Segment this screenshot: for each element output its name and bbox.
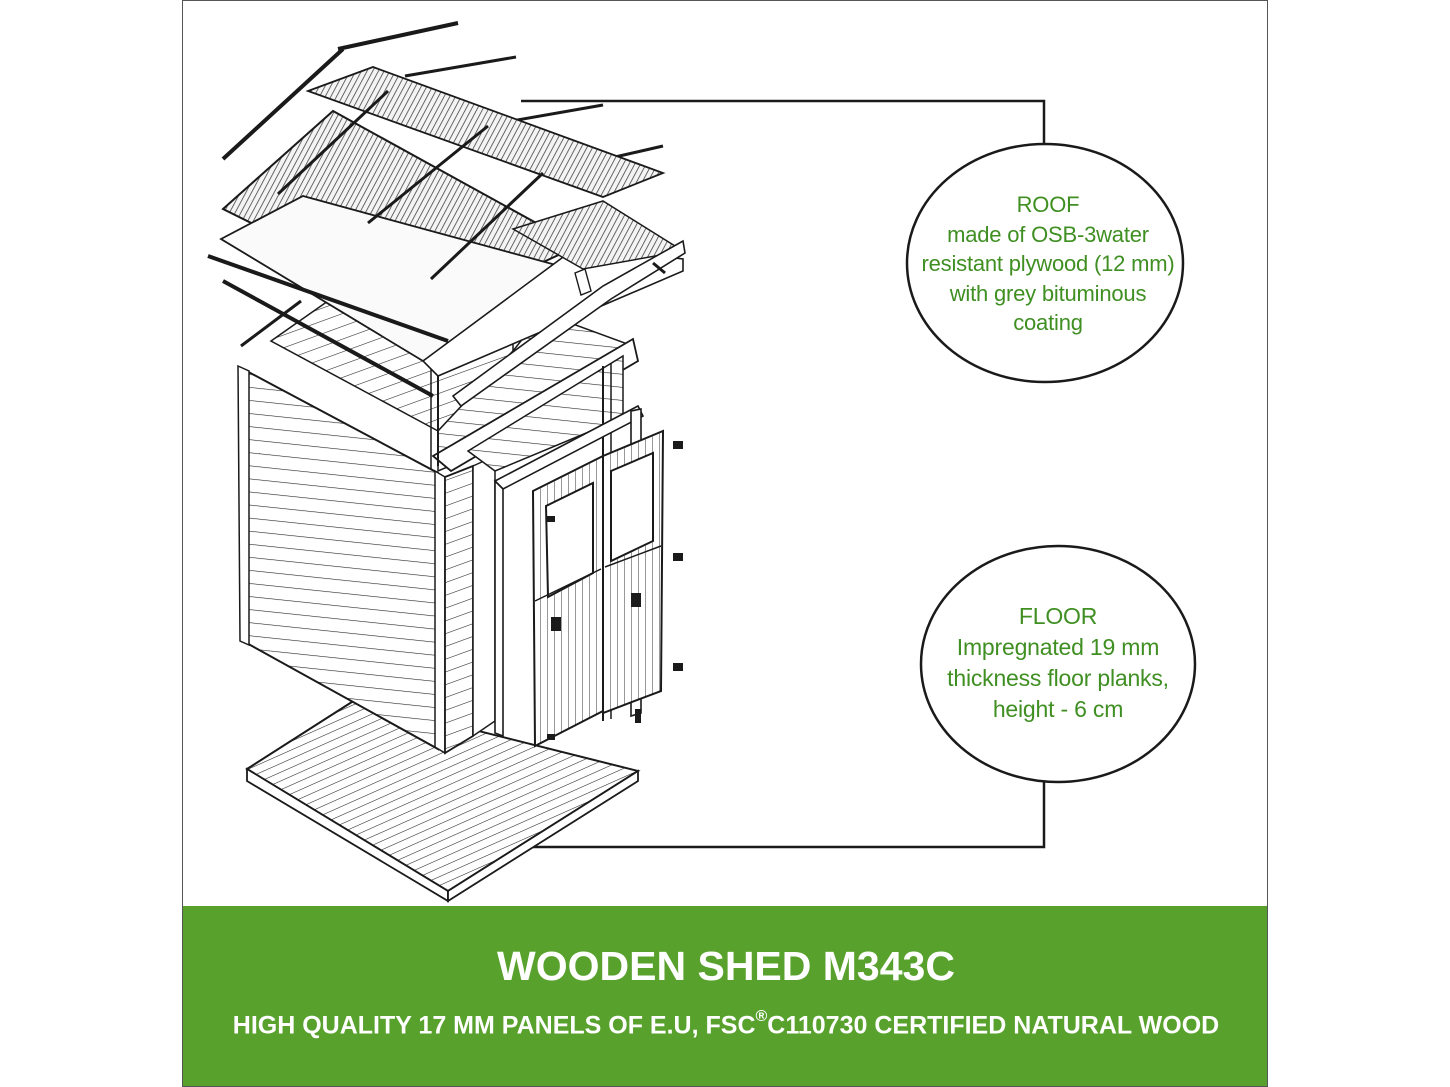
floor-line: Impregnated 19 mm <box>956 634 1160 660</box>
roof-heading: ROOF <box>1016 192 1080 217</box>
roof-callout <box>521 99 1185 384</box>
roof-callout-circle <box>905 142 1185 384</box>
roof-line: coating <box>1013 310 1083 335</box>
subtitle-post: C110730 CERTIFIED NATURAL WOOD <box>767 1011 1220 1040</box>
floor-planks <box>245 698 641 903</box>
floor-callout-circle <box>919 544 1197 784</box>
roof-line: made of OSB-3water <box>947 221 1149 247</box>
subtitle-pre: HIGH QUALITY 17 MM PANELS OF E.U, FSC <box>232 1011 756 1040</box>
floor-line: thickness floor planks, <box>947 665 1169 691</box>
roof-line: resistant plywood (12 mm) <box>921 251 1175 276</box>
floor-heading: FLOOR <box>1018 603 1098 629</box>
shed-exploded-diagram <box>207 21 1197 903</box>
roof-line: with grey bituminous <box>949 280 1147 306</box>
floor-line: height - 6 cm <box>992 696 1124 722</box>
product-subtitle: HIGH QUALITY 17 MM PANELS OF E.U, FSC®C1… <box>183 1008 1267 1040</box>
left-wall-panel <box>237 364 446 755</box>
product-banner: WOODEN SHED M343C HIGH QUALITY 17 MM PAN… <box>183 906 1267 1086</box>
roof-callout-text: ROOF made of OSB-3water resistant plywoo… <box>903 190 1193 338</box>
double-door <box>531 429 683 748</box>
floor-callout <box>436 544 1197 849</box>
product-title: WOODEN SHED M343C <box>497 943 955 989</box>
product-card: ROOF made of OSB-3water resistant plywoo… <box>182 0 1268 1087</box>
door-window-right <box>610 451 654 563</box>
floor-leader-line <box>436 782 1046 849</box>
front-side-panel <box>444 454 496 755</box>
roof-leader-line <box>521 99 1046 146</box>
registered-mark: ® <box>755 1008 768 1025</box>
roof-assembly <box>207 21 686 408</box>
floor-callout-text: FLOOR Impregnated 19 mm thickness floor … <box>918 601 1198 725</box>
